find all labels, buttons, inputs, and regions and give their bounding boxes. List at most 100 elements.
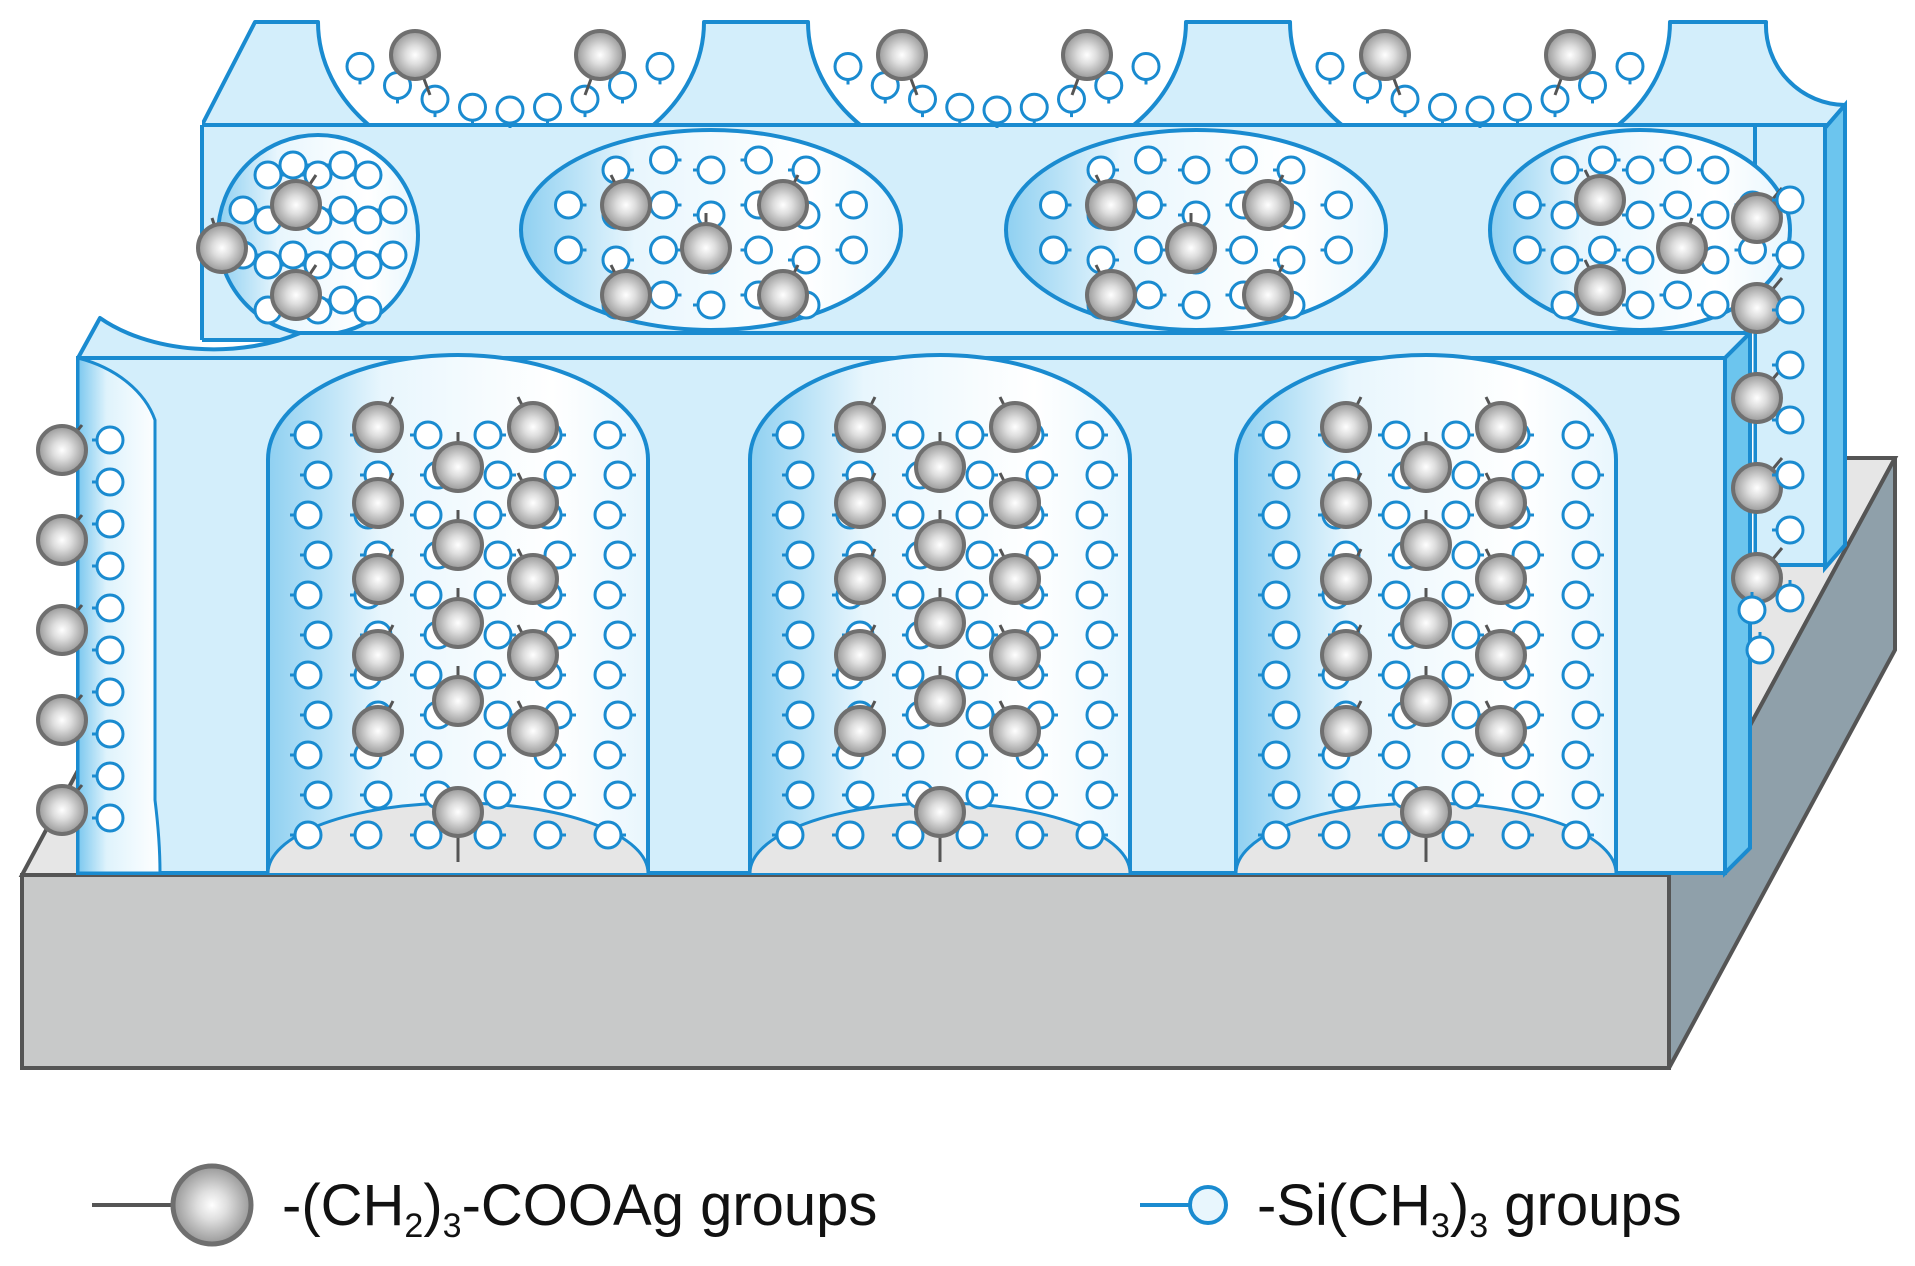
si-ring-icon bbox=[649, 235, 682, 265]
si-ring-icon bbox=[772, 580, 805, 610]
si-ring-icon bbox=[1258, 500, 1291, 530]
si-ring-icon bbox=[1075, 740, 1108, 770]
si-ring-icon bbox=[290, 500, 323, 530]
si-ring-icon bbox=[1697, 200, 1730, 230]
si-ring-icon bbox=[1511, 460, 1544, 490]
si-ring-icon bbox=[383, 70, 412, 104]
ag-sphere-icon bbox=[432, 588, 484, 649]
si-ring-icon bbox=[1441, 740, 1474, 770]
si-ring-icon bbox=[473, 580, 506, 610]
si-ring-icon bbox=[1075, 820, 1108, 850]
si-ring-icon bbox=[473, 420, 506, 450]
si-ring-icon bbox=[1134, 235, 1167, 265]
si-ring-icon bbox=[1578, 70, 1607, 104]
si-ring-icon bbox=[1268, 540, 1301, 570]
ag-sphere-icon bbox=[1475, 396, 1527, 453]
ag-sphere-icon bbox=[1320, 700, 1372, 757]
si-ring-icon bbox=[1378, 660, 1411, 690]
si-ring-icon bbox=[1134, 190, 1167, 220]
si-ring-icon bbox=[290, 580, 323, 610]
ag-sphere-icon bbox=[1242, 264, 1294, 321]
si-ring-icon bbox=[1441, 500, 1474, 530]
ag-sphere-icon bbox=[1400, 786, 1452, 862]
ag-sphere-icon bbox=[1731, 457, 1784, 514]
si-ring-icon bbox=[608, 70, 637, 104]
si-ring-icon bbox=[772, 660, 805, 690]
si-ring-icon bbox=[1571, 780, 1604, 810]
ag-sphere-icon bbox=[1475, 700, 1527, 757]
ag-sphere-icon bbox=[1475, 548, 1527, 605]
si-ring-icon bbox=[92, 677, 125, 707]
si-ring-icon bbox=[1025, 780, 1058, 810]
si-ring-icon bbox=[300, 540, 333, 570]
si-ring-icon bbox=[1131, 51, 1161, 85]
si-ring-icon bbox=[92, 761, 125, 791]
ag-sphere-icon bbox=[914, 588, 966, 649]
si-ring-icon bbox=[593, 820, 626, 850]
si-ring-icon bbox=[1540, 84, 1570, 118]
si-ring-icon bbox=[892, 500, 925, 530]
si-ring-icon bbox=[325, 150, 358, 180]
si-ring-icon bbox=[965, 540, 998, 570]
si-ring-icon bbox=[360, 780, 393, 810]
si-ring-icon bbox=[410, 820, 443, 850]
ag-sphere-icon bbox=[914, 510, 966, 571]
si-ring-icon bbox=[543, 460, 576, 490]
si-ring-icon bbox=[782, 460, 815, 490]
si-ring-icon bbox=[92, 719, 125, 749]
si-ring-icon bbox=[1451, 620, 1484, 650]
si-ring-icon bbox=[410, 660, 443, 690]
si-ring-icon bbox=[1615, 51, 1645, 85]
si-ring-icon bbox=[842, 780, 875, 810]
si-ring-icon bbox=[1390, 84, 1420, 118]
ag-sphere-icon bbox=[876, 29, 928, 96]
ag-sphere-icon bbox=[196, 217, 248, 274]
si-ring-icon bbox=[593, 500, 626, 530]
si-ring-icon bbox=[290, 420, 323, 450]
si-ring-icon bbox=[350, 205, 383, 235]
ag-sphere-icon bbox=[432, 432, 484, 493]
si-ring-icon bbox=[325, 240, 358, 270]
si-ring-icon bbox=[1268, 620, 1301, 650]
si-ring-icon bbox=[1441, 660, 1474, 690]
si-ring-icon bbox=[1268, 780, 1301, 810]
ag-sphere-icon bbox=[1320, 624, 1372, 681]
si-ring-icon bbox=[982, 95, 1012, 128]
ag-sphere-icon bbox=[507, 472, 559, 529]
si-ring-icon bbox=[1273, 155, 1306, 185]
si-ring-icon bbox=[833, 51, 863, 85]
si-ring-icon bbox=[1659, 280, 1692, 310]
si-ring-icon bbox=[1697, 155, 1730, 185]
ag-sphere-icon bbox=[1544, 29, 1596, 96]
si-ring-icon bbox=[1441, 420, 1474, 450]
si-ring-icon bbox=[1451, 460, 1484, 490]
si-ring-icon bbox=[603, 540, 636, 570]
ag-sphere-icon bbox=[989, 700, 1041, 757]
ag-sphere-icon bbox=[1320, 396, 1372, 453]
si-ring-icon bbox=[1258, 580, 1291, 610]
si-ring-icon bbox=[1561, 820, 1594, 850]
ag-sphere-icon bbox=[432, 666, 484, 727]
ag-sphere-icon bbox=[1165, 213, 1217, 274]
ag-sphere-icon bbox=[574, 29, 626, 96]
si-ring-icon bbox=[1697, 245, 1730, 275]
si-ring-icon bbox=[1258, 820, 1291, 850]
si-ring-icon bbox=[420, 84, 450, 118]
legend-si: -Si(CH3)3 groups bbox=[1140, 1173, 1682, 1245]
si-ring-icon bbox=[603, 700, 636, 730]
si-ring-icon bbox=[92, 551, 125, 581]
ag-sphere-icon bbox=[989, 548, 1041, 605]
si-ring-icon bbox=[772, 820, 805, 850]
si-ring-icon bbox=[955, 820, 988, 850]
si-ring-icon bbox=[1318, 820, 1351, 850]
si-ring-icon bbox=[290, 820, 323, 850]
si-ring-icon bbox=[554, 190, 587, 220]
si-ring-icon bbox=[483, 700, 516, 730]
si-ring-icon bbox=[1561, 580, 1594, 610]
si-ring-icon bbox=[1428, 92, 1457, 126]
ag-sphere-icon bbox=[1574, 169, 1626, 226]
si-ring-icon bbox=[603, 460, 636, 490]
ag-sphere-icon bbox=[1574, 259, 1626, 316]
si-ring-icon bbox=[782, 540, 815, 570]
si-ring-icon bbox=[1775, 580, 1805, 613]
